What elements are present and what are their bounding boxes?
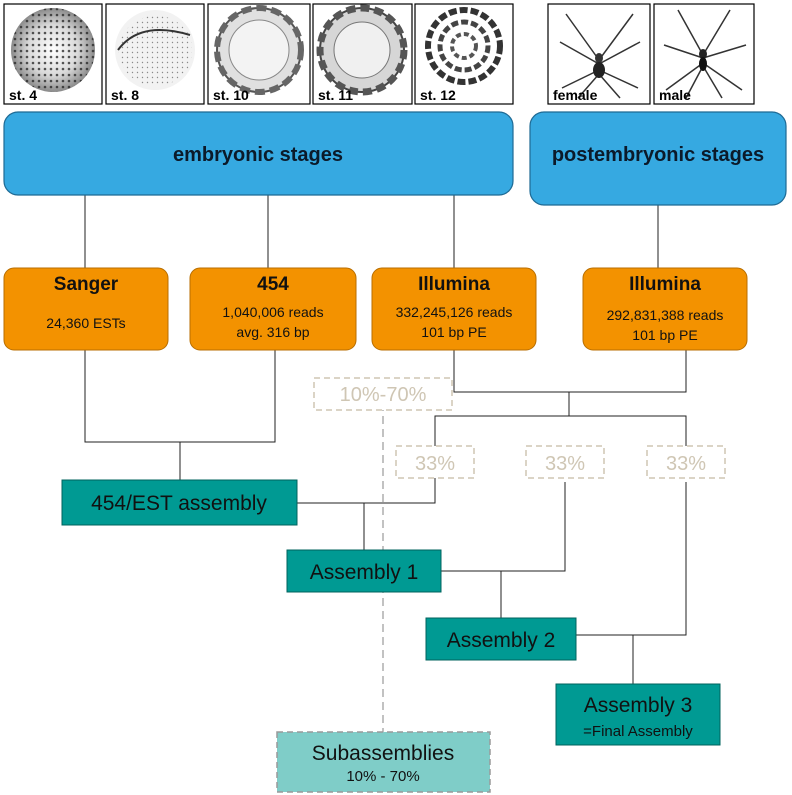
thumbnail-female: female xyxy=(547,3,651,105)
assembly-label: 454/EST assembly xyxy=(91,492,267,515)
sequencing-detail: 1,040,006 reads xyxy=(222,304,323,320)
stage-title: embryonic stages xyxy=(173,144,343,166)
thumbnail-st4: st. 4 xyxy=(3,3,103,105)
postembryonic-stages-box: postembryonic stages xyxy=(529,111,787,206)
assembly-label: Assembly 2 xyxy=(447,629,556,652)
percent-label: 33% xyxy=(666,453,706,475)
sequencing-title: Illumina xyxy=(629,274,701,295)
assembly-label: Assembly 3 xyxy=(584,694,693,717)
assembly-label: Assembly 1 xyxy=(310,561,419,584)
assembly-box-2: Assembly 2 xyxy=(425,617,577,661)
thumbnail-male: male xyxy=(653,3,755,105)
subassemblies-title: Subassemblies xyxy=(312,742,454,765)
percent-label: 10%-70% xyxy=(340,384,427,406)
thumbnail-st11: st. 11 xyxy=(312,3,413,105)
stage-title: postembryonic stages xyxy=(552,144,764,166)
thumbnail-st8: st. 8 xyxy=(105,3,205,105)
thumbnail-label: st. 11 xyxy=(318,87,353,103)
sequencing-detail: avg. 316 bp xyxy=(236,324,309,340)
assembly-sublabel: =Final Assembly xyxy=(583,723,693,740)
thumbnail-label: st. 12 xyxy=(420,87,456,103)
percent-box-subset: 10%-70% xyxy=(313,377,453,411)
sequencing-title: Sanger xyxy=(54,274,119,295)
sequencing-box-illumina-embryonic: Illumina 332,245,126 reads 101 bp PE xyxy=(371,267,537,351)
thumbnail-label: st. 10 xyxy=(213,87,249,103)
sequencing-detail: 101 bp PE xyxy=(632,327,697,343)
percent-box-third-2: 33% xyxy=(525,445,605,479)
percent-label: 33% xyxy=(545,453,585,475)
sequencing-title: Illumina xyxy=(418,274,490,295)
sequencing-detail: 101 bp PE xyxy=(421,324,486,340)
sequencing-box-454: 454 1,040,006 reads avg. 316 bp xyxy=(189,267,357,351)
assembly-box-454-est: 454/EST assembly xyxy=(61,479,298,526)
sequencing-detail: 24,360 ESTs xyxy=(46,315,125,331)
subassemblies-range: 10% - 70% xyxy=(346,768,419,785)
thumbnail-label: st. 4 xyxy=(9,87,37,103)
connector-lines xyxy=(84,195,687,684)
assembly-box-1: Assembly 1 xyxy=(286,549,442,593)
sequencing-detail: 332,245,126 reads xyxy=(396,304,513,320)
sequencing-title: 454 xyxy=(257,274,289,295)
percent-box-third-3: 33% xyxy=(646,445,726,479)
sequencing-detail: 292,831,388 reads xyxy=(607,307,724,323)
sequencing-box-sanger: Sanger 24,360 ESTs xyxy=(3,267,169,351)
thumbnail-label: male xyxy=(659,87,691,103)
thumbnail-st10: st. 10 xyxy=(207,3,311,105)
percent-label: 33% xyxy=(415,453,455,475)
thumbnail-st12: st. 12 xyxy=(414,3,514,105)
sequencing-box-illumina-postembryonic: Illumina 292,831,388 reads 101 bp PE xyxy=(582,267,748,351)
thumbnail-label: st. 8 xyxy=(111,87,139,103)
embryonic-stages-box: embryonic stages xyxy=(3,111,514,196)
subassemblies-box: Subassemblies 10% - 70% xyxy=(276,731,491,793)
thumbnail-label: female xyxy=(553,87,598,103)
percent-box-third-1: 33% xyxy=(395,445,475,479)
assembly-box-3-final: Assembly 3 =Final Assembly xyxy=(555,683,721,746)
